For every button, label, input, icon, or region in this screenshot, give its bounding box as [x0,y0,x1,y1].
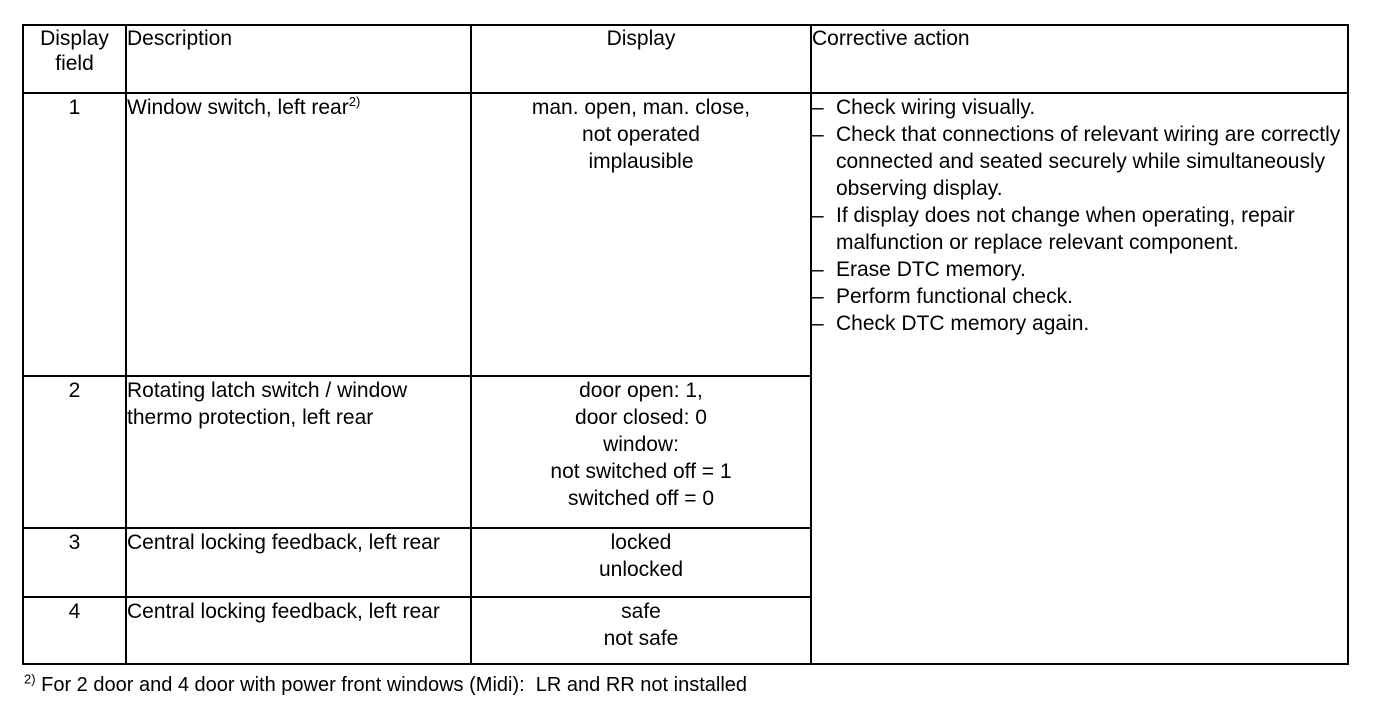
list-item-text: Perform functional check. [836,285,1073,308]
cell-description: Central locking feedback, left rear [125,527,472,598]
cell-description: Window switch, left rear2) [125,92,472,377]
display-value: safe [621,600,661,623]
list-item-text: Erase DTC memory. [836,258,1026,281]
cell-description-text: Window switch, left rear [127,96,349,119]
display-value-list: door open: 1, door closed: 0 window: not… [472,377,810,512]
display-value-list: safe not safe [472,598,810,652]
cell-display: safe not safe [470,596,812,665]
cell-display-field: 1 [22,92,127,377]
table-row: 4 Central locking feedback, left rear sa… [22,596,1348,665]
display-value: not operated [582,123,700,146]
display-value: window: [603,433,679,456]
display-value: not safe [603,627,679,650]
list-item: –Perform functional check. [812,283,1347,310]
table-header: Display field Description Display Correc… [22,24,1349,94]
display-value-list: locked unlocked [472,529,810,583]
footnote-reference: 2) [348,94,361,109]
cell-display-field: 3 [22,527,127,598]
display-value: unlocked [598,558,684,581]
column-header-corrective-action: Corrective action [810,24,1349,94]
dash-bullet: – [812,96,824,119]
column-header-description: Description [125,24,472,94]
footnote-text: For 2 door and 4 door with power front w… [35,674,748,696]
display-value: man. open, man. close, [531,96,751,119]
cell-display-field: 2 [22,375,127,529]
table-body: 1 Window switch, left rear2) man. open, … [22,92,1349,665]
list-item: –Check DTC memory again. [812,310,1347,337]
table-header-row: Display field Description Display Correc… [22,24,1349,94]
column-header-display-field-line2: field [55,52,94,75]
footnote-marker: 2) [24,671,36,687]
display-value: not switched off = 1 [550,460,732,483]
table-row: 3 Central locking feedback, left rear lo… [22,527,1348,598]
list-item: –Check that connections of relevant wiri… [812,121,1347,202]
list-item-text: Check DTC memory again. [836,312,1090,335]
dash-bullet: – [812,123,824,146]
display-value: locked [610,531,672,554]
cell-display: door open: 1, door closed: 0 window: not… [470,375,812,529]
display-value: door open: 1, [579,379,703,402]
dash-bullet: – [812,258,824,281]
list-item: –Check wiring visually. [812,94,1347,121]
cell-corrective-action: –Check wiring visually. –Check that conn… [810,92,1349,665]
table-row: 2 Rotating latch switch / window thermo … [22,375,1348,529]
cell-display-field: 4 [22,596,127,665]
column-header-display-field: Display field [22,24,127,94]
display-value: implausible [588,150,694,173]
cell-display: locked unlocked [470,527,812,598]
table-row: 1 Window switch, left rear2) man. open, … [22,92,1349,665]
list-item: –Erase DTC memory. [812,256,1347,283]
column-header-display-field-line1: Display [40,27,109,50]
list-item-text: Check that connections of relevant wirin… [836,123,1341,200]
cell-display: man. open, man. close, not operated impl… [470,92,812,377]
cell-description: Rotating latch switch / window thermo pr… [125,375,472,529]
dash-bullet: – [812,285,824,308]
list-item-text: If display does not change when operatin… [836,204,1295,254]
column-header-display: Display [470,24,812,94]
cell-description: Central locking feedback, left rear [125,596,472,665]
display-value: switched off = 0 [567,487,715,510]
footnote: 2) For 2 door and 4 door with power fron… [24,672,747,698]
display-value: door closed: 0 [575,406,707,429]
display-value-list: man. open, man. close, not operated impl… [472,94,810,175]
dash-bullet: – [812,204,824,227]
dash-bullet: – [812,312,824,335]
corrective-action-list: –Check wiring visually. –Check that conn… [812,94,1347,337]
list-item-text: Check wiring visually. [836,96,1036,119]
list-item: –If display does not change when operati… [812,202,1347,256]
dtc-display-field-table: Display field Description Display Correc… [22,24,1349,665]
